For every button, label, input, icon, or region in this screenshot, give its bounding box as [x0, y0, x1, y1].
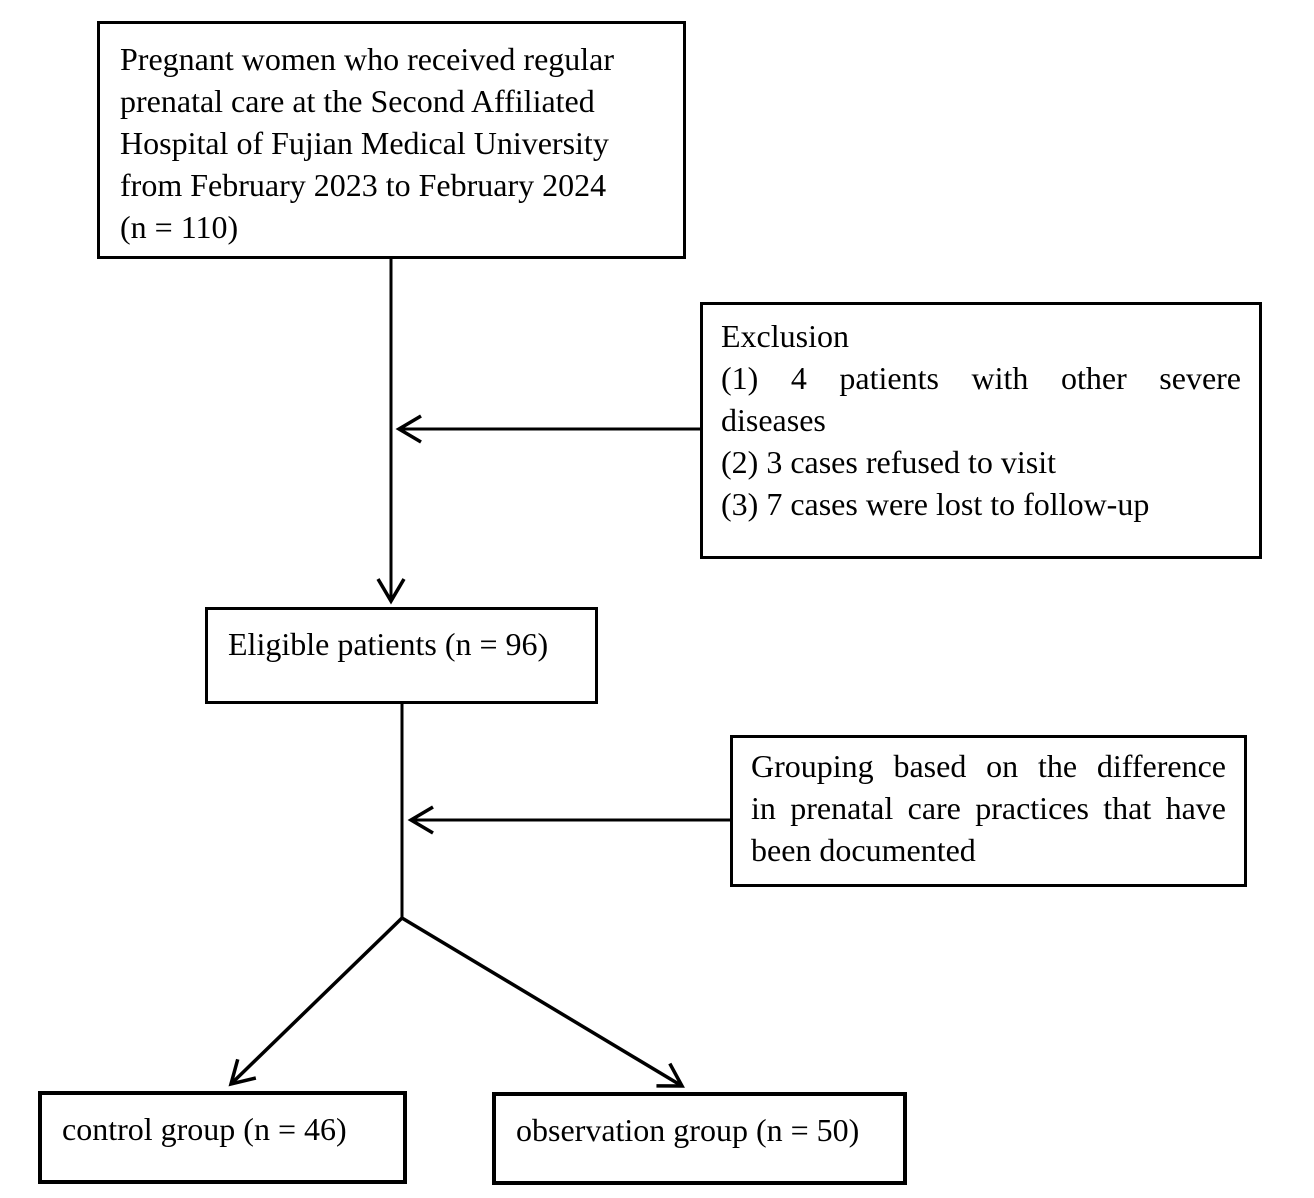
exclusion-item-2: (2) 3 cases refused to visit	[721, 444, 1057, 480]
population-count: (n = 110)	[120, 209, 239, 245]
observation-group-label: observation group (n = 50)	[516, 1112, 860, 1148]
population-line: Hospital of Fujian Medical University	[120, 125, 609, 161]
exclusion-item-3: (3) 7 cases were lost to follow-up	[721, 486, 1150, 522]
observation-group-box: observation group (n = 50)	[492, 1092, 907, 1185]
population-box: Pregnant women who received regular pren…	[97, 21, 686, 259]
eligible-box: Eligible patients (n = 96)	[205, 607, 598, 704]
grouping-line: Grouping based on the difference	[751, 748, 1226, 784]
arrow-branch-to-observation	[401, 916, 685, 1088]
arrow-branch-to-control	[228, 916, 404, 1087]
exclusion-box: Exclusion (1) 4 patients with other seve…	[700, 302, 1262, 559]
population-line: from February 2023 to February 2024	[120, 167, 607, 203]
grouping-box: Grouping based on the difference in pren…	[730, 735, 1247, 887]
control-group-box: control group (n = 46)	[38, 1091, 407, 1184]
grouping-line: in prenatal care practices that have	[751, 790, 1226, 826]
grouping-line: been documented	[751, 832, 976, 868]
population-line: Pregnant women who received regular	[120, 41, 615, 77]
control-group-label: control group (n = 46)	[62, 1111, 347, 1147]
exclusion-item-1: (1) 4 patients with other severe	[721, 360, 1241, 396]
population-line: prenatal care at the Second Affiliated	[120, 83, 595, 119]
exclusion-title: Exclusion	[721, 318, 849, 354]
eligible-label: Eligible patients (n = 96)	[228, 626, 549, 662]
exclusion-item-1-cont: diseases	[721, 402, 826, 438]
